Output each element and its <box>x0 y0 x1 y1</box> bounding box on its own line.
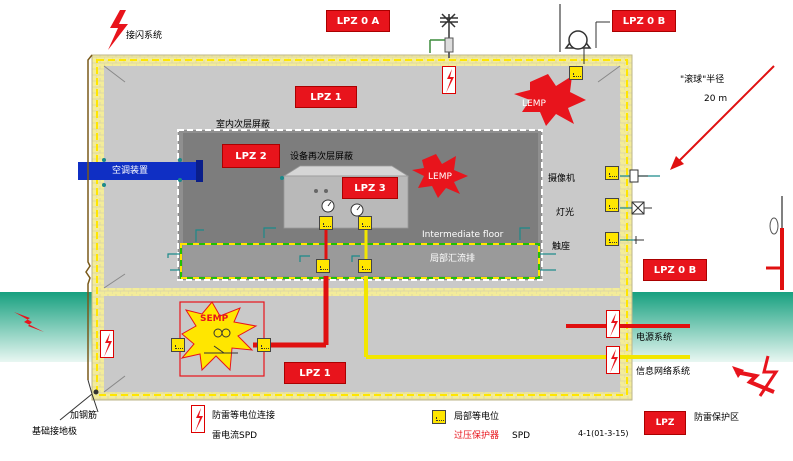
lemp-outer-burst <box>514 74 586 126</box>
lightning-spd-signal <box>606 346 620 374</box>
rolling-ball-arrow <box>675 65 775 165</box>
spd-sensor <box>605 232 619 246</box>
label-semp: SEMP <box>200 314 229 324</box>
spd-semp-left <box>171 338 185 352</box>
zone-lpz0b-right: LPZ 0 B <box>643 259 707 281</box>
spd-cabinet-power <box>319 216 333 230</box>
zone-lpz1-top: LPZ 1 <box>295 86 357 108</box>
lightning-bolt-icon <box>108 10 128 50</box>
legend-local-bonding-symbol <box>432 410 446 424</box>
spd-bus-signal <box>358 259 372 273</box>
label-intermediate-floor: Intermediate floor <box>422 230 504 240</box>
zone-lpz1-bottom: LPZ 1 <box>284 362 346 384</box>
legend-lpz-desc: 防雷保护区 <box>694 413 740 423</box>
antenna-icon <box>440 13 458 28</box>
legend-local-bonding-sub: 过压保护器 <box>454 431 500 441</box>
legend-bonding-title: 防雷等电位连接 <box>212 411 276 421</box>
zone-lpz3: LPZ 3 <box>342 177 398 199</box>
hvac-duct <box>78 162 203 180</box>
spd-light <box>605 198 619 212</box>
bonding-conductors <box>167 175 660 271</box>
label-lightning-system: 接闪系统 <box>126 31 163 41</box>
spd-semp-right <box>257 338 271 352</box>
spd-bus-power <box>316 259 330 273</box>
lemp-inner-burst <box>412 154 468 198</box>
label-lemp-inner: LEMP <box>428 172 452 182</box>
camera-icon <box>629 169 639 183</box>
label-sensor: 触座 <box>552 242 571 252</box>
label-reinforcement: 加钢筋 <box>70 411 98 421</box>
label-info-network: 信息网络系统 <box>636 367 691 377</box>
down-conductor <box>85 54 93 380</box>
spd-cabinet-signal <box>358 216 372 230</box>
spd-dish <box>569 66 583 80</box>
legend-bonding-sub: 雷电流SPD <box>212 431 258 441</box>
cabinet-top <box>282 165 410 177</box>
label-lemp-outer: LEMP <box>522 99 546 109</box>
figure-id: 4-1(01-3-15) <box>578 429 629 438</box>
label-power-system: 电源系统 <box>636 333 673 343</box>
legend-bonding-symbol <box>191 405 205 433</box>
lpz1-boundary <box>96 59 628 396</box>
legend-local-bonding-title: 局部等电位 <box>454 412 500 422</box>
label-local-bus: 局部汇流排 <box>430 254 476 264</box>
foundation-electrode <box>59 393 99 421</box>
legend-lpz-box: LPZ <box>644 411 686 435</box>
lightning-spd-ground <box>100 330 114 358</box>
spd-camera <box>605 166 619 180</box>
label-equipment-shield: 设备再次层屏蔽 <box>290 152 354 162</box>
label-light: 灯光 <box>556 208 575 218</box>
label-rolling-ball-value: 20 m <box>704 94 728 104</box>
label-indoor-shield: 室内次层屏蔽 <box>216 120 271 130</box>
label-foundation-ground: 基础接地极 <box>32 427 78 437</box>
zone-lpz0b-top: LPZ 0 B <box>612 10 676 32</box>
legend-local-bonding-spd: SPD <box>512 431 531 441</box>
semp-burst <box>180 301 258 372</box>
lightning-spd-power <box>606 310 620 338</box>
zone-lpz2: LPZ 2 <box>222 144 280 168</box>
lightning-spd-antenna <box>442 66 456 94</box>
zone-lpz0a: LPZ 0 A <box>326 10 390 32</box>
label-rolling-ball: "滚球"半径 <box>680 75 725 85</box>
label-camera: 摄像机 <box>548 174 576 184</box>
lightning-bolt-ground-left <box>14 312 44 332</box>
label-air-conditioner: 空调装置 <box>112 166 149 176</box>
lightning-bolt-ground-right <box>735 370 775 394</box>
